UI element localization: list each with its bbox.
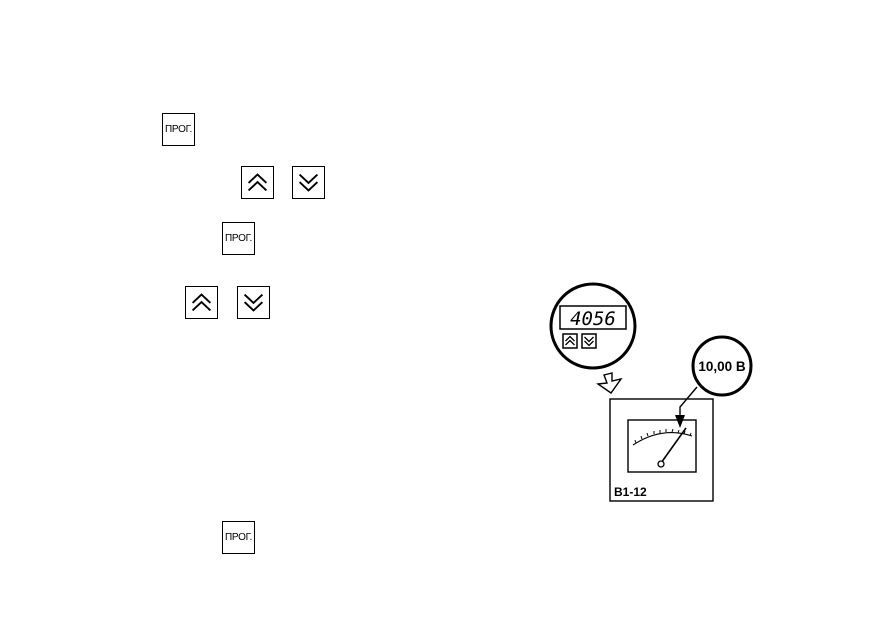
down-key-2[interactable] [237, 286, 270, 319]
down-key-1[interactable] [292, 166, 325, 199]
voltage-callout: 10,00 В [675, 335, 753, 428]
device-up-key [562, 333, 578, 349]
prog-key-3[interactable]: ПРОГ. [222, 521, 255, 554]
voltmeter: В1-12 [609, 398, 714, 502]
up-key-1[interactable] [241, 166, 274, 199]
hollow-down-arrow-icon [596, 372, 623, 394]
prog-key-label: ПРОГ. [225, 532, 252, 543]
chevron-double-up-icon [191, 293, 212, 312]
gauge-needle [660, 427, 687, 464]
device-display-value: 4056 [570, 308, 616, 330]
chevron-double-up-icon [247, 173, 268, 192]
device-panel-magnifier: 4056 [549, 282, 637, 370]
up-key-2[interactable] [185, 286, 218, 319]
prog-key-label: ПРОГ. [165, 124, 192, 135]
prog-key-1[interactable]: ПРОГ. [162, 113, 195, 146]
device-voltmeter-diagram: 4056 В1-12 [549, 282, 753, 502]
chevron-double-down-icon [243, 293, 264, 312]
chevron-double-down-icon [298, 173, 319, 192]
instrument-label: В1-12 [614, 485, 647, 499]
voltage-reading: 10,00 В [698, 359, 746, 374]
device-down-key [581, 333, 597, 349]
prog-key-label: ПРОГ. [225, 233, 252, 244]
prog-key-2[interactable]: ПРОГ. [222, 222, 255, 255]
